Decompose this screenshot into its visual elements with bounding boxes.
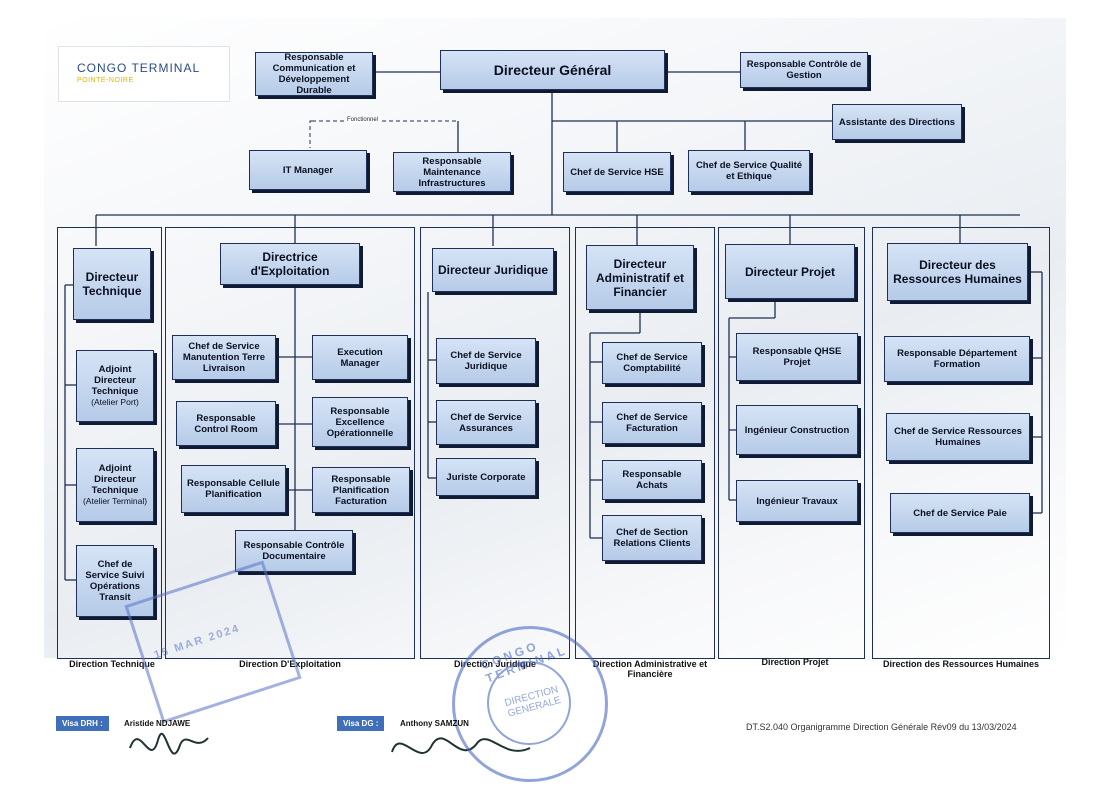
box-it-manager: IT Manager <box>249 150 367 190</box>
logo-line-2: POINTE-NOIRE <box>77 77 134 84</box>
label-direction-rh: Direction des Ressources Humaines <box>882 659 1040 669</box>
adj2-sub: (Atelier Terminal) <box>82 496 148 506</box>
frame-direction-exploitation <box>165 227 415 659</box>
company-logo: CONGO TERMINAL POINTE-NOIRE <box>58 46 230 102</box>
box-assurances: Chef de Service Assurances <box>436 400 536 445</box>
box-controle-documentaire: Responsable Contrôle Documentaire <box>235 530 353 572</box>
stamp-direction-generale: CONGO TERMINAL DIRECTION GENERALE <box>452 626 608 782</box>
box-suivi-transit: Chef de Service Suivi Opérations Transit <box>76 545 154 617</box>
frame-direction-administrative <box>575 227 715 659</box>
box-ingenieur-travaux: Ingénieur Travaux <box>736 480 858 522</box>
label-direction-exploitation: Direction D'Exploitation <box>239 659 341 669</box>
adj1-sub: (Atelier Port) <box>91 397 139 407</box>
box-comptabilite: Chef de Service Comptabilité <box>602 342 702 384</box>
box-excellence: Responsable Excellence Opérationnelle <box>312 397 408 447</box>
visa-dg-label: Visa DG : <box>337 716 385 731</box>
box-qualite: Chef de Service Qualité et Ethique <box>688 150 810 192</box>
box-controle-gestion: Responsable Contrôle de Gestion <box>740 52 868 88</box>
box-control-room: Responsable Control Room <box>176 401 276 446</box>
box-adjoint-port: Adjoint Directeur Technique (Atelier Por… <box>76 350 154 422</box>
frame-direction-technique <box>57 227 162 659</box>
box-maintenance: Responsable Maintenance Infrastructures <box>393 152 511 192</box>
adj1-title: Adjoint Directeur Technique <box>91 364 139 397</box>
box-facturation: Chef de Service Facturation <box>602 402 702 444</box>
box-daf: Directeur Administratif et Financier <box>586 245 694 310</box>
box-departement-formation: Responsable Département Formation <box>884 336 1030 382</box>
box-paie: Chef de Service Paie <box>890 493 1030 533</box>
adj2-title: Adjoint Directeur Technique <box>91 463 139 496</box>
box-directrice-exploitation: Directrice d'Exploitation <box>220 243 360 285</box>
box-directeur-projet: Directeur Projet <box>725 244 855 299</box>
document-reference: DT.S2.040 Organigramme Direction Général… <box>746 722 1017 732</box>
box-ingenieur-construction: Ingénieur Construction <box>736 405 858 455</box>
frame-direction-rh <box>872 227 1050 659</box>
box-directeur-juridique: Directeur Juridique <box>432 248 554 292</box>
label-direction-projet: Direction Projet <box>761 657 829 667</box>
box-qhse-projet: Responsable QHSE Projet <box>736 333 858 381</box>
box-directeur-general: Directeur Général <box>440 50 665 90</box>
box-cellule-planification: Responsable Cellule Planification <box>181 465 286 513</box>
box-service-juridique: Chef de Service Juridique <box>436 338 536 384</box>
box-execution-manager: Execution Manager <box>312 335 408 380</box>
visa-drh-name: Aristide NDJAWE <box>124 719 191 728</box>
box-relations-clients: Chef de Section Relations Clients <box>602 515 702 561</box>
box-hse: Chef de Service HSE <box>563 152 671 192</box>
label-direction-technique: Direction Technique <box>69 659 155 669</box>
fonctionnel-label: Fonctionnel <box>346 117 380 123</box>
label-direction-administrative: Direction Administrative et Financière <box>592 659 708 679</box>
box-juriste-corporate: Juriste Corporate <box>436 458 536 496</box>
box-adjoint-terminal: Adjoint Directeur Technique (Atelier Ter… <box>76 448 154 522</box>
visa-dg-name: Anthony SAMZUN <box>400 719 469 728</box>
box-drh: Directeur des Ressources Humaines <box>887 243 1028 301</box>
box-service-rh: Chef de Service Ressources Humaines <box>886 413 1030 461</box>
visa-drh-label: Visa DRH : <box>56 716 109 731</box>
box-assistante: Assistante des Directions <box>832 104 962 140</box>
box-comm: Responsable Communication et Développeme… <box>255 52 373 96</box>
box-manutention: Chef de Service Manutention Terre Livrai… <box>172 335 276 380</box>
frame-direction-projet <box>718 227 865 659</box>
box-achats: Responsable Achats <box>602 460 702 500</box>
box-planification-facturation: Responsable Planification Facturation <box>312 467 410 513</box>
logo-line-1: CONGO TERMINAL <box>77 61 201 75</box>
box-directeur-technique: Directeur Technique <box>73 248 151 320</box>
